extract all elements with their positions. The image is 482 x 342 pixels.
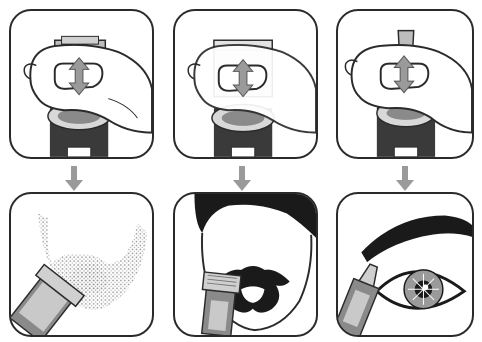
hand-trimmer-medium-comb xyxy=(175,11,316,157)
eyebrow-trim-illustration xyxy=(338,194,472,335)
step-2-result-panel xyxy=(173,192,318,337)
down-arrow-icon xyxy=(395,166,415,192)
step-1-top-panel xyxy=(9,9,154,159)
down-arrow-icon xyxy=(64,166,84,192)
hand-trimmer-detail-head xyxy=(338,11,472,157)
beard-trim-illustration xyxy=(11,194,152,335)
step-3-result-panel xyxy=(336,192,474,337)
down-arrow-icon xyxy=(232,166,252,192)
step-3-top-panel xyxy=(336,9,474,159)
mustache-goatee-illustration xyxy=(175,194,316,335)
step-1-result-panel xyxy=(9,192,154,337)
hand-trimmer-wide-comb xyxy=(11,11,152,157)
step-2-top-panel xyxy=(173,9,318,159)
